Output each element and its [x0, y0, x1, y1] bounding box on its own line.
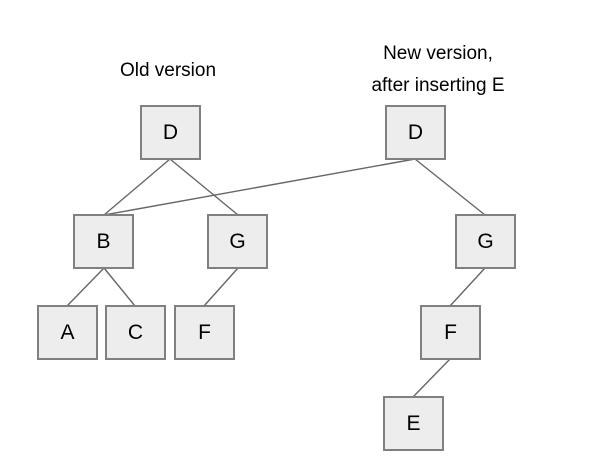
node-new-d-label: D: [408, 121, 423, 144]
node-old-f-label: F: [198, 321, 211, 344]
node-new-e[interactable]: E: [383, 396, 444, 451]
edge-new-d-to-g: [414, 158, 486, 216]
node-old-f[interactable]: F: [174, 305, 235, 360]
edge-new-f-to-e: [412, 358, 451, 398]
node-new-f-label: F: [444, 321, 457, 344]
node-new-g[interactable]: G: [455, 214, 516, 269]
edge-old-b-to-c: [103, 267, 136, 307]
node-old-d-label: D: [163, 121, 178, 144]
edge-new-d-to-old-b: [103, 158, 416, 216]
node-old-g[interactable]: G: [207, 214, 268, 269]
node-old-a[interactable]: A: [37, 305, 98, 360]
edge-new-g-to-f: [449, 267, 486, 307]
node-old-d[interactable]: D: [140, 105, 201, 160]
edge-old-g-to-f: [203, 267, 239, 307]
edge-old-d-to-g: [169, 158, 239, 216]
node-old-b-label: B: [96, 230, 110, 253]
node-old-a-label: A: [60, 321, 74, 344]
node-new-e-label: E: [406, 412, 420, 435]
edge-old-d-to-b: [103, 158, 171, 216]
node-old-c-label: C: [128, 321, 143, 344]
caption-old-version: Old version: [120, 60, 216, 81]
node-new-g-label: G: [477, 230, 493, 253]
caption-new-version-line1: New version,: [383, 43, 493, 64]
node-old-b[interactable]: B: [73, 214, 134, 269]
node-new-d[interactable]: D: [385, 105, 446, 160]
node-new-f[interactable]: F: [420, 305, 481, 360]
node-old-g-label: G: [229, 230, 245, 253]
node-old-c[interactable]: C: [105, 305, 166, 360]
caption-new-version-line2: after inserting E: [371, 75, 504, 96]
edge-old-b-to-a: [66, 267, 105, 307]
